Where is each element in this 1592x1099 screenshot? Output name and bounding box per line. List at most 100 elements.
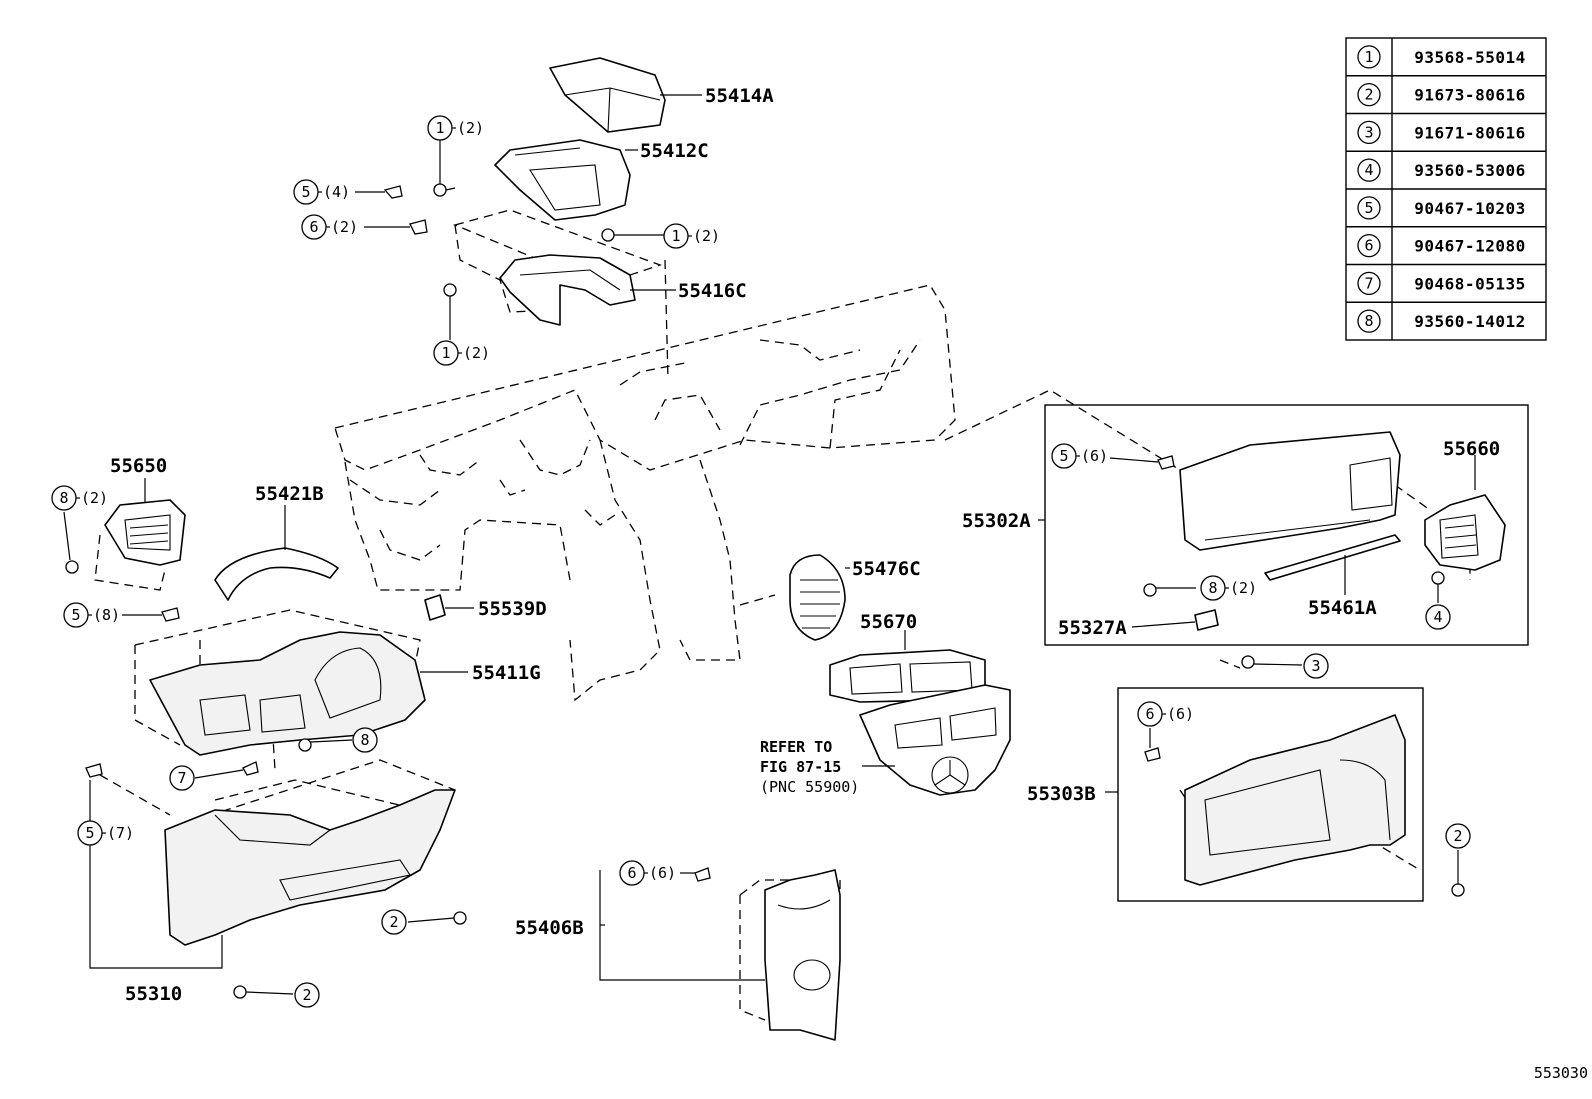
- table-ref-number: 8: [1364, 312, 1373, 330]
- callout-qty: (6): [1081, 447, 1108, 465]
- refer-note-line3: (PNC 55900): [760, 778, 859, 796]
- callout-c4a: 4: [1425, 604, 1451, 630]
- label-55303B: 55303B: [1027, 783, 1096, 805]
- table-ref-circle: [1357, 309, 1381, 333]
- part-55303B-panel: [1184, 714, 1406, 886]
- callout-qty: (6): [649, 864, 676, 882]
- table-ref-number: 1: [1364, 48, 1373, 66]
- callout-ref: 2: [302, 986, 311, 1004]
- clip-icon: [694, 867, 711, 882]
- callout-ref: 6: [627, 864, 636, 882]
- part-55461A-strip: [1264, 534, 1401, 581]
- callout-c8c: 8 (2): [1200, 575, 1257, 601]
- callout-ref: 4: [1433, 608, 1442, 626]
- table-ref-number: 7: [1364, 274, 1373, 292]
- table-ref-number: 4: [1364, 161, 1373, 179]
- part-center-panel: [859, 684, 1011, 796]
- callout-ref: 3: [1311, 657, 1320, 675]
- label-55650: 55650: [110, 455, 167, 477]
- screw-icon: [1431, 571, 1445, 585]
- callout-c3a: 3: [1303, 653, 1329, 679]
- callout-ref: 1: [441, 344, 450, 362]
- callout-ref: 1: [671, 227, 680, 245]
- callout-qty: (2): [331, 218, 358, 236]
- callout-circle: [1303, 653, 1329, 679]
- table-ref-number: 2: [1364, 86, 1373, 104]
- part-55310-cover: [164, 789, 456, 946]
- callout-c7a: 7: [169, 765, 195, 791]
- callout-circle: [169, 765, 195, 791]
- clip-icon: [409, 219, 428, 235]
- part-55414A-cover: [549, 57, 666, 133]
- label-55411G: 55411G: [472, 662, 541, 684]
- callout-ref: 5: [85, 824, 94, 842]
- label-55310: 55310: [125, 983, 182, 1005]
- glovebox-group-box: [1044, 404, 1529, 646]
- table-ref-number: 3: [1364, 123, 1373, 141]
- part-55476C-vent: [789, 554, 846, 641]
- assembly-lines: [94, 209, 1471, 1021]
- table-part-number: 91671-80616: [1414, 123, 1525, 142]
- callout-qty: (2): [463, 344, 490, 362]
- label-55327A: 55327A: [1058, 617, 1127, 639]
- part-55302A-glovebox: [1179, 431, 1401, 551]
- part-55421B-strip: [214, 547, 339, 601]
- label-55416C: 55416C: [678, 280, 747, 302]
- clip-icon: [1157, 455, 1175, 470]
- callout-ref: 6: [1145, 705, 1154, 723]
- screw-icon: [1451, 883, 1465, 897]
- screw-icon: [298, 738, 312, 752]
- screw-icon: [65, 560, 79, 574]
- label-55539D: 55539D: [478, 598, 547, 620]
- callout-ref: 5: [71, 606, 80, 624]
- table-ref-circle: [1357, 158, 1381, 182]
- label-55670: 55670: [860, 611, 917, 633]
- callout-ref: 8: [1208, 579, 1217, 597]
- screw-icon: [233, 985, 247, 999]
- clip-icon: [383, 185, 403, 199]
- table-ref-number: 5: [1364, 199, 1373, 217]
- table-part-number: 90467-12080: [1414, 237, 1525, 256]
- callout-circle: [352, 727, 378, 753]
- clip-icon: [1144, 747, 1161, 762]
- callout-c1c: 1 (2): [433, 340, 490, 366]
- label-55421B: 55421B: [255, 483, 324, 505]
- callout-ref: 6: [309, 218, 318, 236]
- table-ref-circle: [1357, 271, 1381, 296]
- refer-note-line2: FIG 87-15: [760, 758, 841, 776]
- table-part-number: 90467-10203: [1414, 199, 1525, 218]
- clip-icon: [242, 761, 259, 776]
- callout-c5d: 5 (6): [1051, 443, 1108, 469]
- screw-icon: [453, 911, 467, 925]
- refer-note: REFER TO FIG 87-15 (PNC 55900): [760, 738, 859, 796]
- part-55406B-column: [764, 869, 841, 1041]
- dashboard-frame: [334, 284, 956, 702]
- label-55302A: 55302A: [962, 510, 1031, 532]
- leader-lines: [63, 94, 1476, 995]
- screw-icon: [601, 228, 615, 242]
- callout-qty: (7): [107, 824, 134, 842]
- callout-qty: (6): [1167, 705, 1194, 723]
- clip-icon: [85, 763, 103, 778]
- callout-c2b: 2: [294, 982, 320, 1008]
- callout-c6c: 6 (6): [1137, 701, 1194, 727]
- part-55539D-clip: [424, 594, 446, 621]
- callout-ref: 5: [301, 183, 310, 201]
- callout-c5b: 5(8): [63, 602, 120, 628]
- part-labels: 55414A 55412C 55416C 55650 55421B 55539D…: [110, 85, 1500, 1005]
- callout-c1b: 1 (2): [663, 223, 720, 249]
- screw-icon: [1143, 583, 1157, 597]
- label-55660: 55660: [1443, 438, 1500, 460]
- label-55412C: 55412C: [640, 140, 709, 162]
- clip-icon: [161, 607, 180, 622]
- label-55461A: 55461A: [1308, 597, 1377, 619]
- callout-circle: [1445, 823, 1471, 849]
- callout-qty: (2): [81, 489, 108, 507]
- callout-qty: (2): [693, 227, 720, 245]
- callout-qty: (2): [1230, 579, 1257, 597]
- callout-ref: 5: [1059, 447, 1068, 465]
- callout-c2a: 2: [381, 909, 407, 935]
- callout-c8a: 8(2): [51, 485, 108, 511]
- callout-qty: (4): [323, 183, 350, 201]
- screw-icon: [443, 283, 457, 305]
